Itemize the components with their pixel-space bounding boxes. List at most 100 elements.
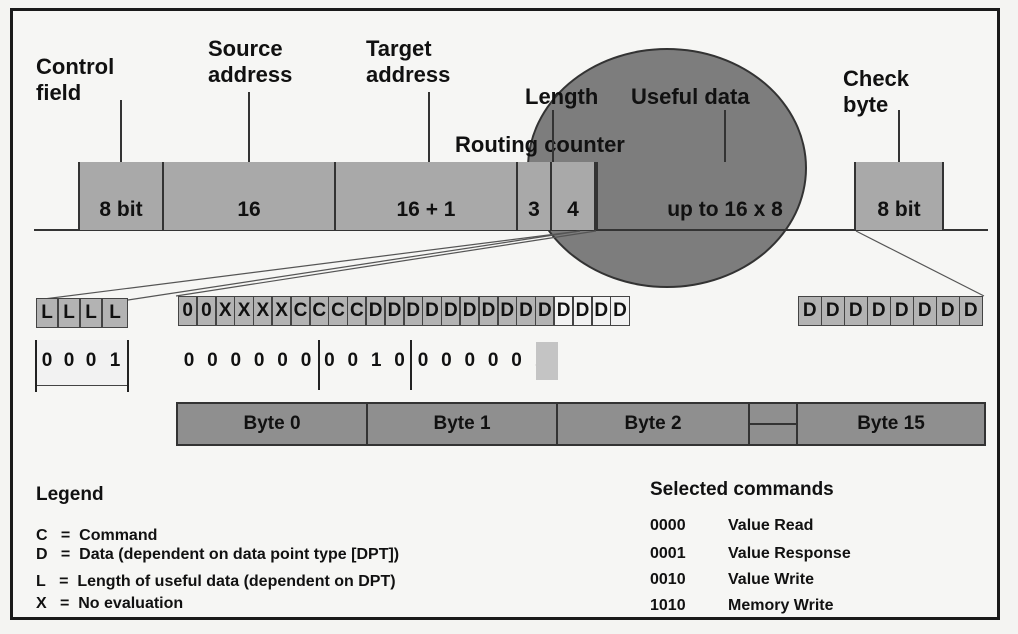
bit-cell: X: [272, 296, 292, 326]
byte-15: Byte 15: [796, 402, 986, 446]
segment-source-address: 16: [164, 162, 336, 230]
segment-target-address: 16 + 1: [336, 162, 518, 230]
bit-cell: D: [867, 296, 891, 326]
legend-title: Legend: [36, 484, 104, 505]
bit-cell: D: [821, 296, 845, 326]
bit-value: 0: [85, 350, 97, 371]
bit-cell: D: [936, 296, 960, 326]
legend-item: C = Command: [36, 527, 158, 544]
bit-cell: D: [441, 296, 461, 326]
bit-cell: L: [102, 298, 128, 328]
bit-cell: 0: [196, 296, 217, 326]
bit-value: 0: [207, 350, 218, 371]
bit-cell: D: [890, 296, 914, 326]
bit-cell: D: [844, 296, 868, 326]
bit-cell: X: [215, 296, 235, 326]
value-divider: [318, 340, 320, 390]
source-address-pointer: [248, 92, 250, 162]
bit-cell: D: [384, 296, 405, 326]
command-name: Value Write: [728, 571, 814, 588]
bit-cell: C: [309, 296, 329, 326]
command-code: 0000: [650, 517, 686, 534]
bit-cell: L: [58, 298, 80, 328]
bit-value: 1: [370, 350, 382, 371]
command-name: Value Read: [728, 517, 814, 534]
bit-cell: L: [80, 298, 102, 328]
bit-value: 0: [464, 350, 476, 371]
command-name: Value Response: [728, 545, 851, 562]
control-field-pointer: [120, 100, 122, 162]
bit-cell: D: [478, 296, 499, 326]
bit-cell: D: [554, 296, 574, 326]
bit-cell: D: [516, 296, 536, 326]
bit-cell: X: [253, 296, 273, 326]
bit-cell: D: [591, 296, 611, 326]
bit-value: 0: [253, 350, 265, 371]
bit-cell: D: [422, 296, 442, 326]
bit-value: 0: [230, 350, 242, 371]
length-left-divider: [35, 340, 37, 392]
segment-useful-data: up to 16 x 8: [596, 162, 856, 230]
bit-cell: C: [347, 296, 367, 326]
length-right-divider: [127, 340, 129, 392]
bit-cell: D: [497, 296, 517, 326]
bit-value: 0: [511, 350, 522, 371]
segment-length: 4: [552, 162, 596, 230]
bit-value: 0: [63, 350, 75, 371]
bit-value: 0: [394, 350, 405, 371]
legend-item: X = No evaluation: [36, 595, 184, 612]
segment-routing-counter: 3: [518, 162, 552, 230]
segment-check-byte: 8 bit: [856, 162, 944, 230]
bit-cell: D: [535, 296, 555, 326]
bit-cell: C: [328, 296, 348, 326]
command-code: 1010: [650, 597, 686, 614]
byte-gap-line: [750, 423, 796, 425]
bit-value: 0: [441, 350, 452, 371]
highlighted-bit: [536, 342, 558, 380]
bit-value: 0: [277, 350, 288, 371]
command-code: 0010: [650, 571, 686, 588]
length-pointer: [552, 110, 554, 162]
bit-cell: X: [234, 296, 254, 326]
byte-0: Byte 0: [176, 402, 368, 446]
telegram-baseline: [34, 229, 988, 231]
useful-data-label: Useful data: [631, 84, 750, 109]
check-byte-pointer: [898, 110, 900, 162]
bit-cell: L: [36, 298, 58, 328]
length-label: Length: [525, 84, 599, 109]
value-divider: [410, 340, 412, 390]
command-name: Memory Write: [728, 597, 834, 614]
segment-control-field: 8 bit: [78, 162, 164, 230]
bit-cell: 0: [178, 296, 198, 326]
bit-cell: D: [959, 296, 983, 326]
length-values-box: [36, 340, 128, 386]
bit-value: 0: [324, 350, 335, 371]
useful-data-boundary: [596, 162, 598, 230]
command-code: 0001: [650, 545, 686, 562]
bit-value: 0: [41, 350, 53, 371]
bit-value: 0: [347, 350, 359, 371]
commands-title: Selected commands: [650, 479, 834, 500]
bit-value: 0: [183, 350, 195, 371]
bit-cell: C: [290, 296, 311, 326]
routing-counter-label: Routing counter: [455, 132, 625, 157]
legend-item: L = Length of useful data (dependent on …: [36, 573, 396, 590]
bit-value: 0: [417, 350, 429, 371]
bit-value: 0: [487, 350, 499, 371]
legend-item: D = Data (dependent on data point type […: [36, 546, 400, 563]
bit-cell: D: [610, 296, 630, 326]
byte-1: Byte 1: [366, 402, 558, 446]
bit-value: 0: [300, 350, 312, 371]
byte-2: Byte 2: [556, 402, 750, 446]
useful-data-pointer: [724, 110, 726, 162]
bit-cell: D: [572, 296, 593, 326]
bit-cell: D: [460, 296, 480, 326]
bit-cell: D: [798, 296, 822, 326]
bit-cell: D: [366, 296, 386, 326]
bit-cell: D: [403, 296, 423, 326]
